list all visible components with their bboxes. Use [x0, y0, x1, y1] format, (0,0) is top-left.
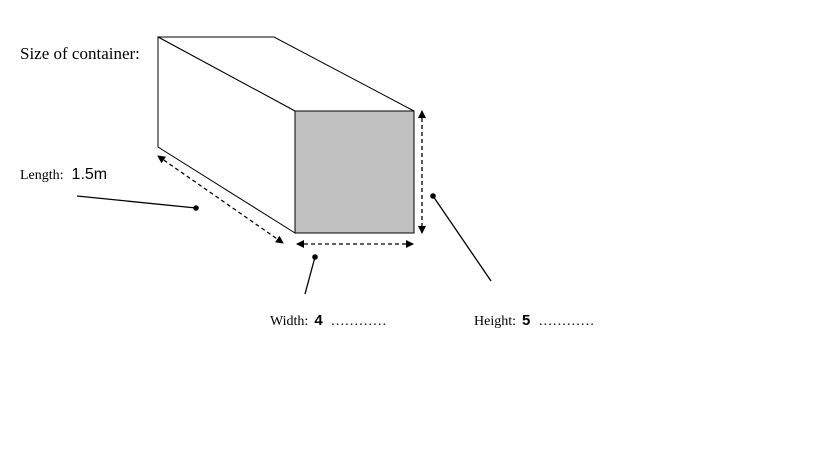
length-dimension-arrow — [157, 155, 284, 244]
length-leader-dot — [193, 205, 199, 211]
width-value: 4 — [314, 312, 323, 329]
width-label: Width: — [270, 314, 309, 329]
box-front-face — [294, 110, 415, 234]
height-blank: ………… — [538, 314, 595, 329]
width-blank: ………… — [330, 314, 387, 329]
diagram-title: Size of container: — [20, 44, 140, 63]
height-leader-line — [432, 195, 492, 282]
width-leader-line — [304, 256, 316, 295]
width-label-group: Width: 4 ………… — [270, 313, 387, 329]
length-value: 1.5m — [71, 166, 108, 183]
height-leader-dot — [430, 193, 436, 199]
length-leader-line — [76, 195, 197, 209]
height-label-group: Height: 5 ………… — [474, 313, 594, 329]
length-label: Length: — [20, 168, 64, 183]
width-leader-dot — [312, 254, 318, 260]
height-label: Height: — [474, 314, 516, 329]
height-value: 5 — [522, 312, 531, 329]
length-label-group: Length: 1.5m — [20, 167, 107, 183]
